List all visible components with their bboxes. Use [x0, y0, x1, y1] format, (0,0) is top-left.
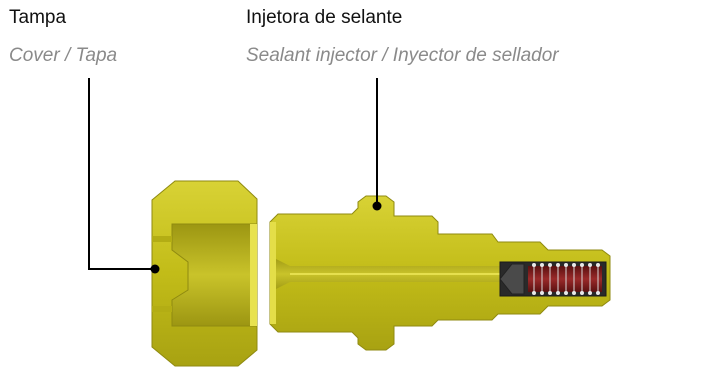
injector-leader-dot — [372, 201, 382, 211]
valve-cone — [499, 263, 525, 295]
cover-leader-dot — [150, 264, 160, 274]
spring-beads — [532, 263, 600, 295]
cover-rim-highlight — [250, 224, 257, 326]
cover-leader-line — [88, 78, 155, 270]
cover-label-title: Tampa — [9, 7, 67, 28]
injector-part — [269, 195, 611, 351]
spring-coils — [533, 266, 599, 292]
spring — [528, 266, 602, 292]
leader-lines — [88, 78, 378, 270]
cover-label-subtitle: Cover / Tapa — [9, 45, 118, 66]
cover-thread-groove — [152, 306, 172, 312]
injector-label-title: Injetora de selante — [246, 7, 403, 28]
injector-face-highlight — [270, 222, 276, 324]
cover-thread-groove — [152, 236, 172, 242]
cover-part — [151, 180, 258, 367]
injector-label-subtitle: Sealant injector / Inyector de sellador — [246, 45, 559, 66]
